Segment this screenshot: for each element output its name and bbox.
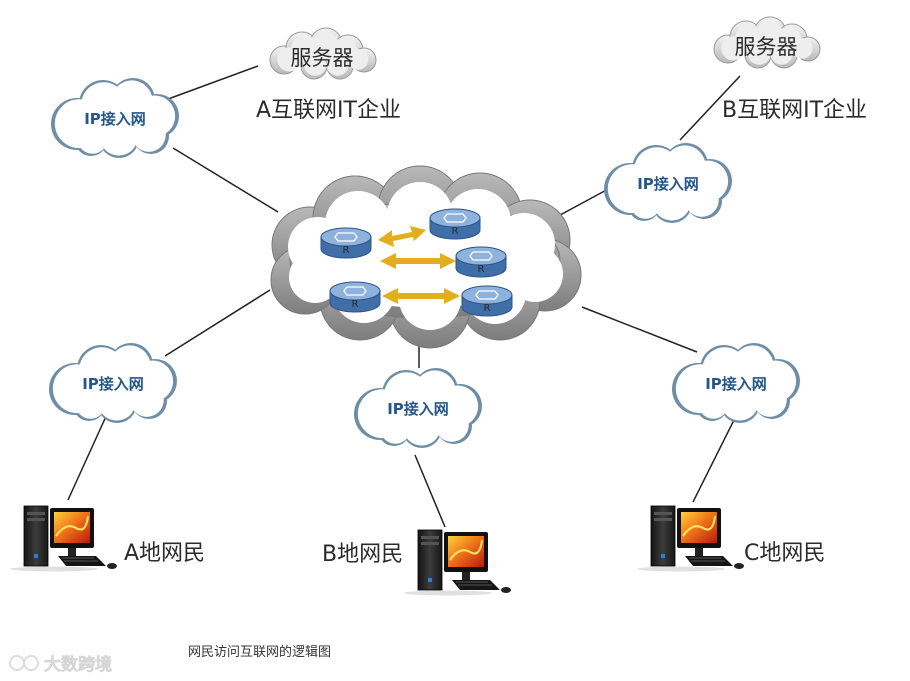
link-ipMid-pcB — [414, 454, 446, 528]
router-2: R — [429, 208, 481, 240]
user-a-label: A地网民 — [124, 541, 205, 566]
server-label: 服务器 — [291, 46, 354, 70]
link-ipRight-pcC — [692, 411, 739, 503]
ip-access-label: IP接入网 — [705, 375, 767, 393]
link-ipLeft-pcA — [67, 411, 109, 501]
computer-icon-c — [636, 505, 745, 573]
computer-icon-a — [9, 505, 118, 573]
watermark-text: 大数跨境 — [44, 654, 112, 675]
link-ipB-serverB — [679, 75, 741, 141]
ip-access-label: IP接入网 — [387, 400, 449, 418]
link-ipA-core — [172, 147, 279, 213]
svg-text:R: R — [452, 226, 459, 237]
ip-access-label: IP接入网 — [82, 375, 144, 393]
core-network-cloud — [270, 165, 582, 349]
ip-access-cloud-left: IP接入网 — [49, 343, 177, 423]
server-cloud-a: 服务器 — [269, 27, 377, 80]
link-ipLeft-core — [164, 289, 271, 357]
svg-text:R: R — [352, 299, 359, 310]
diagram-caption: 网民访问互联网的逻辑图 — [188, 644, 331, 660]
company-b-label: B互联网IT企业 — [722, 98, 867, 123]
double-arrow-icon — [382, 288, 460, 304]
ip-access-cloud-right: IP接入网 — [672, 343, 800, 423]
watermark: 大数跨境 — [9, 654, 112, 675]
company-a-label: A互联网IT企业 — [256, 98, 401, 123]
double-arrow-icon — [380, 253, 456, 269]
ip-access-cloud-b: IP接入网 — [604, 143, 732, 223]
link-core-ipRight — [581, 306, 698, 353]
user-b-label: B地网民 — [322, 542, 403, 567]
ip-access-cloud-mid: IP接入网 — [354, 368, 482, 448]
svg-text:R: R — [484, 303, 491, 314]
double-arrow-icon — [378, 226, 426, 247]
svg-text:R: R — [478, 264, 485, 275]
link-ipA-serverA — [159, 65, 259, 103]
svg-text:R: R — [343, 245, 350, 256]
core-links — [378, 226, 460, 304]
server-cloud-b: 服务器 — [713, 16, 821, 69]
router-1: R — [320, 227, 372, 259]
router-4: R — [329, 281, 381, 313]
server-label: 服务器 — [735, 35, 798, 59]
ip-access-label: IP接入网 — [84, 110, 146, 128]
computer-icon-b — [403, 529, 512, 597]
router-5: R — [461, 285, 513, 317]
ip-access-cloud-a: IP接入网 — [51, 78, 179, 158]
router-3: R — [455, 246, 507, 278]
watermark-logo-icon — [9, 655, 39, 671]
ip-access-label: IP接入网 — [637, 175, 699, 193]
user-c-label: C地网民 — [744, 541, 825, 566]
